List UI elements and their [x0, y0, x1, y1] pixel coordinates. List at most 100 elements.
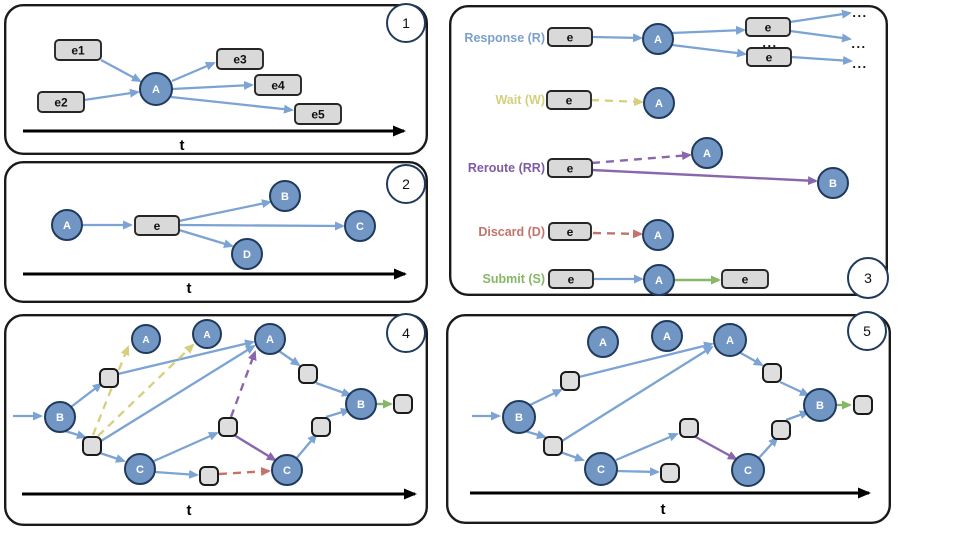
- panel-number: 4: [402, 325, 410, 341]
- agent-label-a1: A: [142, 335, 149, 346]
- event-box-e1: [54, 39, 102, 61]
- agent-label-a2: A: [203, 330, 210, 341]
- agent-node-c1: [584, 452, 618, 486]
- agent-label-a3: A: [266, 334, 274, 346]
- agent-node-a: [643, 264, 675, 296]
- agent-node-a: [642, 219, 674, 251]
- panel-number-circle: [386, 164, 426, 204]
- ellipsis-right-1: ...: [852, 5, 867, 20]
- agent-label-b2: B: [357, 399, 365, 411]
- legend-row-response: Response (R) e A e e ... ... ... ...: [464, 5, 867, 71]
- edge-e-bottom-out: [790, 55, 853, 65]
- edge-a-to-e-bottom: [671, 43, 747, 58]
- edge-c2-sq-rlow: [294, 433, 318, 461]
- panel-number: 3: [864, 270, 872, 286]
- panel-5-edges: [472, 341, 852, 477]
- event-box-e: [547, 27, 593, 47]
- legend-label-wait: Wait (W): [495, 93, 545, 107]
- edge-sq-low-a3: [100, 344, 256, 442]
- agent-label-b2: B: [816, 400, 824, 412]
- edge-e-to-d: [178, 228, 234, 248]
- event-label-e1: e1: [71, 44, 85, 58]
- edge-b1-sq-low: [524, 429, 547, 440]
- edge-reroute-sq-mid-c2: [233, 433, 277, 462]
- edge-sq-up-a3: [117, 339, 255, 376]
- edge-sq-low-c1: [99, 451, 126, 463]
- event-square-end: [853, 395, 873, 415]
- edge-a-to-e-top: [671, 25, 746, 35]
- edge-reroute-e-to-a: [591, 151, 692, 165]
- agent-label-a: A: [654, 34, 662, 46]
- event-box-e-out: [721, 269, 769, 289]
- edge-sq-up-a3: [578, 341, 714, 379]
- event-label-e2: e2: [54, 96, 68, 110]
- edge-c2-sq-rlow: [756, 436, 779, 461]
- panel-number: 2: [402, 176, 410, 192]
- edge-c1-sq-mid: [615, 432, 679, 462]
- agent-label-a: A: [655, 98, 663, 110]
- panel-4-edges: [13, 339, 393, 479]
- event-square: [99, 368, 119, 388]
- panel-5: B A A A C C B t 5: [446, 311, 892, 525]
- edge-sq-low-a3: [561, 345, 714, 442]
- agent-node-b: [269, 180, 301, 212]
- event-label-e3: e3: [233, 53, 247, 67]
- event-box-e-bottom: [746, 47, 792, 67]
- agent-label-b: B: [281, 191, 289, 203]
- edge-reroute-sq-mid-c2: [693, 434, 738, 461]
- event-box-e3: [216, 48, 264, 70]
- edge-reroute-sq-mid-a3: [229, 350, 257, 418]
- agent-node-c2: [271, 454, 303, 486]
- agent-node-d: [231, 238, 263, 270]
- agent-node-a: [139, 72, 173, 106]
- event-square-end: [393, 394, 413, 414]
- event-label-e: e: [566, 94, 573, 108]
- event-label-e-out: e: [742, 273, 749, 287]
- agent-node-c2: [731, 453, 765, 487]
- edge-a3-sq-rup: [738, 350, 764, 367]
- agent-label-a: A: [703, 148, 711, 160]
- agent-node-a1: [131, 324, 161, 354]
- edge-wait-sq-low-a1: [91, 345, 130, 436]
- panel-1-edges: [83, 58, 294, 114]
- ellipsis-right-2: ...: [851, 36, 866, 51]
- event-box-e4: [254, 74, 302, 96]
- agent-node-c: [344, 210, 376, 242]
- event-box-e-top: [745, 17, 791, 37]
- agent-label-d: D: [243, 249, 251, 261]
- event-square: [771, 420, 791, 440]
- agent-node-b: [817, 167, 849, 199]
- agent-label-b: B: [829, 178, 837, 190]
- timeline-label: t: [661, 501, 666, 518]
- event-label-e: e: [567, 162, 574, 176]
- edge-c1-sq-lowb: [615, 467, 660, 477]
- ellipsis-right-3: ...: [852, 56, 867, 71]
- edge-b1-sq-up: [529, 388, 563, 407]
- timeline-label: t: [180, 137, 185, 154]
- edge-a3-sq-rup: [278, 350, 301, 367]
- agent-label-c1: C: [597, 464, 605, 476]
- agent-node-a: [691, 137, 723, 169]
- legend-row-discard: Discard (D) e A: [478, 219, 674, 251]
- event-square: [560, 371, 580, 391]
- legend-row-reroute: Reroute (RR) e A B: [468, 137, 849, 199]
- agent-node-b1: [44, 401, 76, 433]
- panel-number-circle: [386, 313, 426, 353]
- edge-sq-rup-b2: [315, 381, 352, 397]
- event-label-e: e: [567, 225, 574, 239]
- edge-sq-rlow-b2: [325, 408, 351, 419]
- panel-2-edges: [83, 199, 345, 248]
- legend-row-wait: Wait (W) e A: [495, 87, 675, 119]
- panel-3: Response (R) e A e e ... ... ... ... Wai…: [449, 5, 889, 299]
- legend-label-response: Response (R): [464, 31, 545, 45]
- event-box-e: [546, 90, 592, 110]
- event-box-e: [134, 215, 180, 236]
- edge-e-top-out-2: [789, 29, 852, 43]
- agent-label-a3: A: [726, 335, 734, 347]
- edge-sq-rup-b2: [779, 380, 810, 397]
- agent-node-a2: [651, 320, 683, 352]
- timeline-label: t: [187, 280, 192, 297]
- agent-node-b2: [345, 388, 377, 420]
- event-square: [679, 418, 699, 438]
